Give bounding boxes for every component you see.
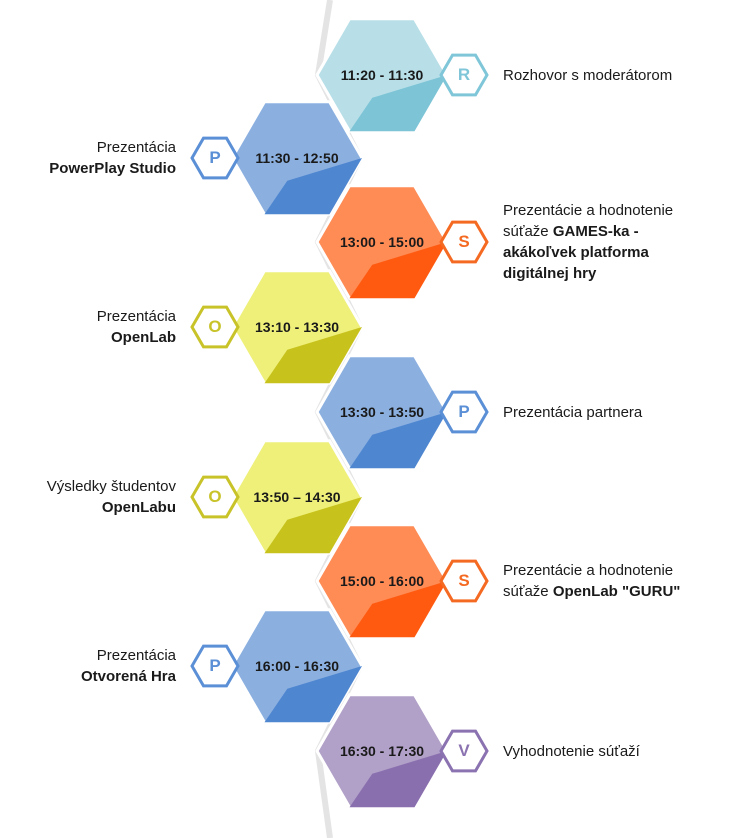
- description-line: OpenLabu: [0, 497, 176, 518]
- description-text: súťaže: [503, 223, 553, 240]
- description-line: OpenLab: [0, 327, 176, 348]
- description-line: Vyhodnotenie súťaží: [503, 741, 713, 762]
- category-badge-letter: O: [208, 487, 222, 506]
- description-line: Otvorená Hra: [0, 666, 176, 687]
- description-text: súťaže: [503, 583, 553, 600]
- category-badge-hexagon: [439, 559, 489, 603]
- category-badge-hexagon: [439, 53, 489, 97]
- description-emphasis: PowerPlay Studio: [49, 160, 176, 177]
- description-text: Prezentácia partnera: [503, 403, 643, 421]
- description-emphasis: Otvorená Hra: [80, 668, 176, 685]
- agenda-item-hexagon: [315, 693, 449, 809]
- agenda-item-description: Prezentácie a hodnotenie súťaže OpenLab "…: [503, 560, 713, 602]
- description-emphasis: GAMES-ka -: [552, 223, 639, 240]
- category-badge-hexagon: [190, 644, 240, 688]
- category-badge-letter: S: [458, 571, 470, 590]
- category-badge-hexagon: [439, 390, 489, 434]
- description-line: akákoľvek platforma: [503, 242, 713, 263]
- agenda-item-description: Prezentácie a hodnotenie súťaže GAMES-ka …: [503, 200, 713, 284]
- time-label: 13:30 - 13:50: [339, 404, 425, 420]
- hexagon-shade: [264, 497, 362, 554]
- agenda-item-description: Rozhovor s moderátorom: [503, 65, 713, 86]
- description-line: digitálnej hry: [503, 263, 713, 284]
- agenda-item-hexagon: [230, 100, 364, 216]
- description-line: Prezentácia: [0, 306, 176, 327]
- description-line: Prezentácia partnera: [503, 402, 713, 423]
- category-badge-letter: S: [458, 232, 470, 251]
- description-line: Prezentácia: [0, 137, 176, 158]
- description-emphasis: OpenLab: [110, 329, 176, 346]
- category-badge-hexagon: [190, 475, 240, 519]
- category-badge-letter: O: [208, 317, 222, 336]
- agenda-item-description: Vyhodnotenie súťaží: [503, 741, 713, 762]
- agenda-item-hexagon: [230, 439, 364, 555]
- category-badge-letter: P: [209, 148, 221, 167]
- agenda-item-description: Prezentácia partnera: [503, 402, 713, 423]
- category-badge-hexagon: [439, 220, 489, 264]
- time-label: 16:00 - 16:30: [254, 658, 340, 674]
- category-badge-letter: P: [458, 402, 470, 421]
- agenda-item-hexagon: [315, 523, 449, 639]
- category-badge-letter: R: [457, 65, 471, 84]
- description-emphasis: digitálnej hry: [503, 265, 597, 282]
- hexagon-shade: [349, 412, 447, 469]
- time-label: 13:50 – 14:30: [253, 489, 341, 505]
- description-line: Prezentácie a hodnotenie: [503, 560, 713, 581]
- time-label: 13:10 - 13:30: [254, 319, 340, 335]
- description-line: Výsledky študentov: [0, 476, 176, 497]
- agenda-item-hexagon: [315, 354, 449, 470]
- time-label: 11:30 - 12:50: [255, 150, 339, 166]
- description-text: Vyhodnotenie súťaží: [503, 742, 640, 760]
- description-text: Prezentácia: [96, 647, 176, 664]
- hexagon-shade: [264, 158, 362, 215]
- description-text: Rozhovor s moderátorom: [503, 66, 673, 84]
- category-badge-hexagon: [439, 729, 489, 773]
- description-text: Výsledky študentov: [46, 478, 176, 495]
- agenda-item-hexagon: [315, 17, 449, 133]
- time-label: 16:30 - 17:30: [339, 743, 425, 759]
- hexagon-shade: [349, 751, 447, 808]
- time-label: 13:00 - 15:00: [339, 234, 425, 250]
- agenda-item-hexagon: [230, 608, 364, 724]
- time-label: 11:20 - 11:30: [340, 67, 424, 83]
- time-label: 15:00 - 16:00: [339, 573, 425, 589]
- hexagon-shade: [264, 666, 362, 723]
- agenda-item-hexagon: [230, 269, 364, 385]
- category-badge-letter: P: [209, 656, 221, 675]
- category-badge-hexagon: [190, 305, 240, 349]
- agenda-item-hexagon: [315, 184, 449, 300]
- description-text: Prezentácia: [96, 139, 176, 156]
- description-emphasis: akákoľvek platforma: [503, 244, 649, 261]
- description-line: Prezentácia: [0, 645, 176, 666]
- hexagon-shade: [349, 75, 447, 132]
- hexagon-shade: [264, 327, 362, 384]
- description-text: Prezentácia: [96, 308, 176, 325]
- description-emphasis: OpenLabu: [101, 499, 176, 516]
- description-line: PowerPlay Studio: [0, 158, 176, 179]
- hexagon-shade: [349, 242, 447, 299]
- description-line: súťaže OpenLab "GURU": [503, 581, 713, 602]
- description-text: Prezentácie a hodnotenie: [503, 562, 674, 579]
- description-line: Rozhovor s moderátorom: [503, 65, 713, 86]
- description-text: Prezentácie a hodnotenie: [503, 202, 674, 219]
- category-badge-hexagon: [190, 136, 240, 180]
- category-badge-letter: V: [458, 741, 470, 760]
- description-line: Prezentácie a hodnotenie: [503, 200, 713, 221]
- description-line: súťaže GAMES-ka -: [503, 221, 713, 242]
- hexagon-shade: [349, 581, 447, 638]
- description-emphasis: OpenLab "GURU": [552, 583, 681, 600]
